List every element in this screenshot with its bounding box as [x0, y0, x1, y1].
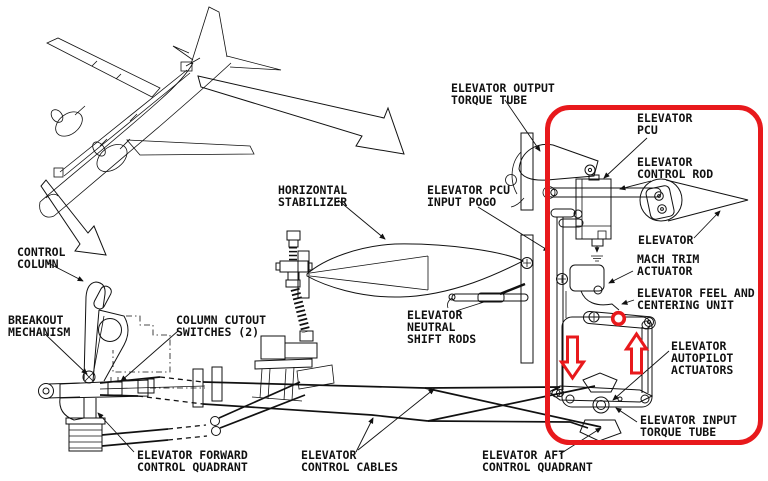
label-elevator-control-rod: ELEVATOR CONTROL ROD: [637, 155, 714, 181]
forward-quadrant-drawing: [38, 366, 223, 452]
label-elevator-input-torque-tube: ELEVATOR INPUT TORQUE TUBE: [640, 413, 737, 439]
cables-drawing: [99, 376, 602, 447]
down-block-arrow: [558, 335, 587, 381]
label-mach-trim-actuator: MACH TRIM ACTUATOR: [637, 252, 700, 278]
mach-trim-drawing: [556, 264, 620, 318]
stabilizer-drawing: [297, 132, 534, 364]
label-breakout-mechanism: BREAKOUT MECHANISM: [8, 313, 71, 339]
highlight-box: [545, 105, 763, 445]
label-column-cutout-switches: COLUMN CUTOUT SWITCHES (2): [176, 313, 267, 339]
neutral-shift-rods-drawing: [447, 282, 529, 309]
label-elevator-forward-control-quadrant: ELEVATOR FORWARD CONTROL QUADRANT: [137, 448, 248, 474]
airplane-illustration: [39, 6, 282, 218]
label-elevator: ELEVATOR: [638, 233, 694, 247]
aft-quadrant-drawing: [548, 372, 654, 442]
red-annotations: [545, 105, 763, 445]
locator-arrow-to-detail: [197, 75, 405, 155]
pcu-drawing: [550, 174, 612, 397]
label-elevator-pcu-input-pogo: ELEVATOR PCU INPUT POGO: [427, 183, 511, 209]
output-torque-tube-drawing: [505, 143, 599, 208]
label-elevator-feel-and-centering-unit: ELEVATOR FEEL AND CENTERING UNIT: [637, 286, 755, 312]
label-elevator-aft-control-quadrant: ELEVATOR AFT CONTROL QUADRANT: [482, 448, 593, 474]
label-elevator-pcu: ELEVATOR PCU: [637, 111, 693, 137]
control-column-drawing: [82, 281, 205, 389]
locator-arrow-to-column: [40, 179, 107, 256]
up-block-arrow: [623, 331, 650, 375]
circle-marker: [610, 310, 627, 327]
label-elevator-output-torque-tube: ELEVATOR OUTPUT TORQUE TUBE: [451, 81, 555, 107]
label-horizontal-stabilizer: HORIZONTAL STABILIZER: [278, 183, 348, 209]
label-elevator-control-cables: ELEVATOR CONTROL CABLES: [301, 448, 398, 474]
elevator-drawing: [639, 178, 749, 222]
label-control-column: CONTROL COLUMN: [17, 245, 66, 271]
label-elevator-autopilot-actuators: ELEVATOR AUTOPILOT ACTUATORS: [671, 339, 734, 377]
label-elevator-neutral-shift-rods: ELEVATOR NEUTRAL SHIFT RODS: [407, 308, 477, 346]
